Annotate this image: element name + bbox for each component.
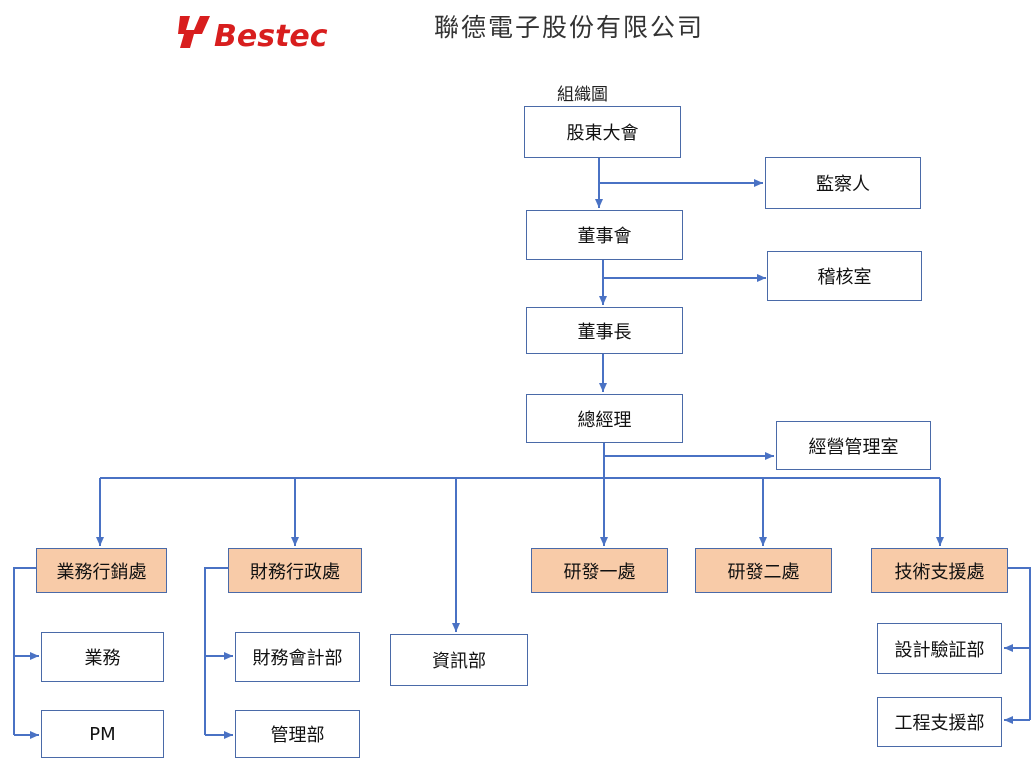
box-chairman: 董事長 (526, 307, 683, 354)
box-shareholders: 股東大會 (524, 106, 681, 158)
logo-text: Bestec (214, 19, 328, 54)
link-sales-sub-rail (13, 567, 36, 735)
box-eng-support: 工程支援部 (877, 697, 1002, 747)
link-finance-sub-rail (204, 567, 228, 735)
company-name: 聯德電子股份有限公司 (434, 13, 705, 42)
link-gm-mgmt-office (603, 443, 774, 460)
box-gm: 總經理 (526, 394, 683, 443)
box-admin: 管理部 (235, 710, 360, 758)
box-rd2: 研發二處 (695, 548, 832, 593)
box-sales: 業務 (41, 632, 164, 682)
box-design-verify: 設計驗証部 (877, 623, 1002, 674)
box-rd1: 研發一處 (531, 548, 668, 593)
box-it: 資訊部 (390, 634, 528, 686)
box-supervisor: 監察人 (765, 157, 921, 209)
box-board: 董事會 (526, 210, 683, 260)
bestec-logo: Bestec (178, 16, 328, 54)
link-tech-sub-rail (1008, 567, 1031, 720)
chart-title: 組織圖 (557, 85, 608, 105)
box-finance-div: 財務行政處 (228, 548, 362, 593)
box-mgmt-office: 經營管理室 (776, 421, 931, 470)
box-sales-div: 業務行銷處 (36, 548, 167, 593)
box-audit: 稽核室 (767, 251, 922, 301)
box-accounting: 財務會計部 (235, 632, 360, 682)
box-pm: PM (41, 710, 164, 758)
box-tech-div: 技術支援處 (871, 548, 1008, 593)
